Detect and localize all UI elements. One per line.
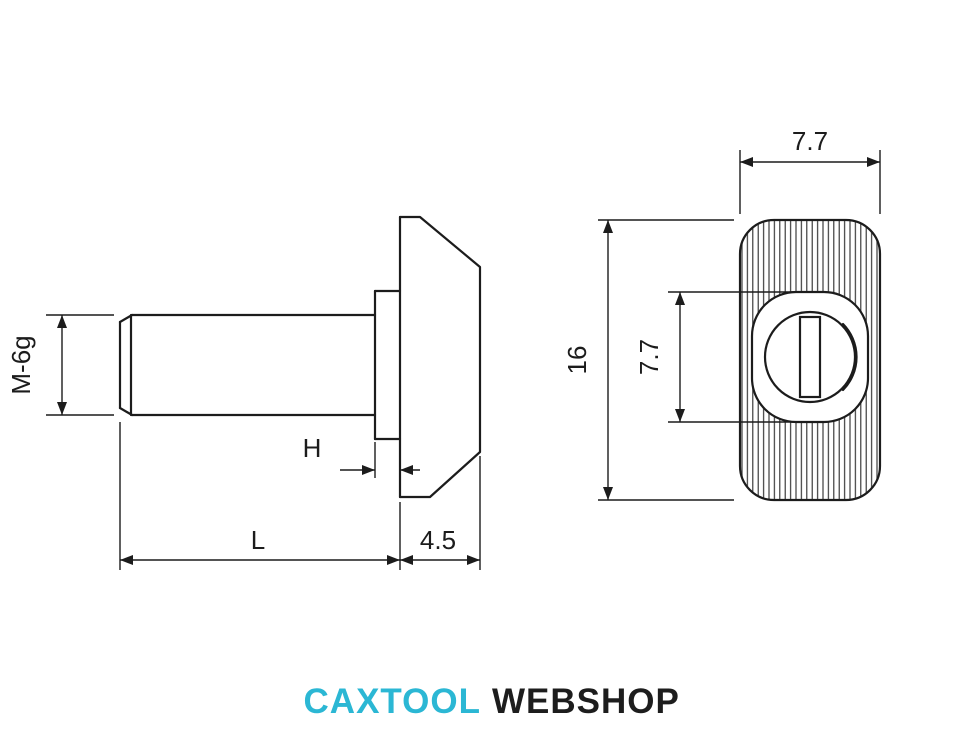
front-view: 7.7 16 7.7 [562,126,882,502]
head-width-label: 7.7 [792,126,828,156]
logo-suffix-text: WEBSHOP [492,682,680,721]
head-thickness-label: 4.5 [420,525,456,555]
collar-outline [373,289,402,441]
dim-length: L [119,422,401,570]
dim-slot-height: 7.7 [634,291,805,423]
dim-thread: M-6g [6,314,114,416]
dim-height-left: 16 [562,219,734,501]
screwdriver-slot [798,315,822,399]
brand-logo: CAXTOOL WEBSHOP [304,682,680,721]
dim-head-thickness: 4.5 [400,456,481,570]
chamfer-arc [841,322,858,392]
thread-size-label: M-6g [6,335,36,394]
shaft-outline [118,313,377,417]
dim-head-height: H [303,433,420,478]
head-height-label: H [303,433,322,463]
length-label: L [251,525,265,555]
side-view: M-6g H L [6,215,482,570]
window-height-label: 7.7 [634,339,664,375]
head-total-height-label: 16 [562,346,592,375]
logo-brand-text: CAXTOOL [304,682,481,721]
dim-width-top: 7.7 [739,126,881,214]
head-side-outline [398,215,482,499]
